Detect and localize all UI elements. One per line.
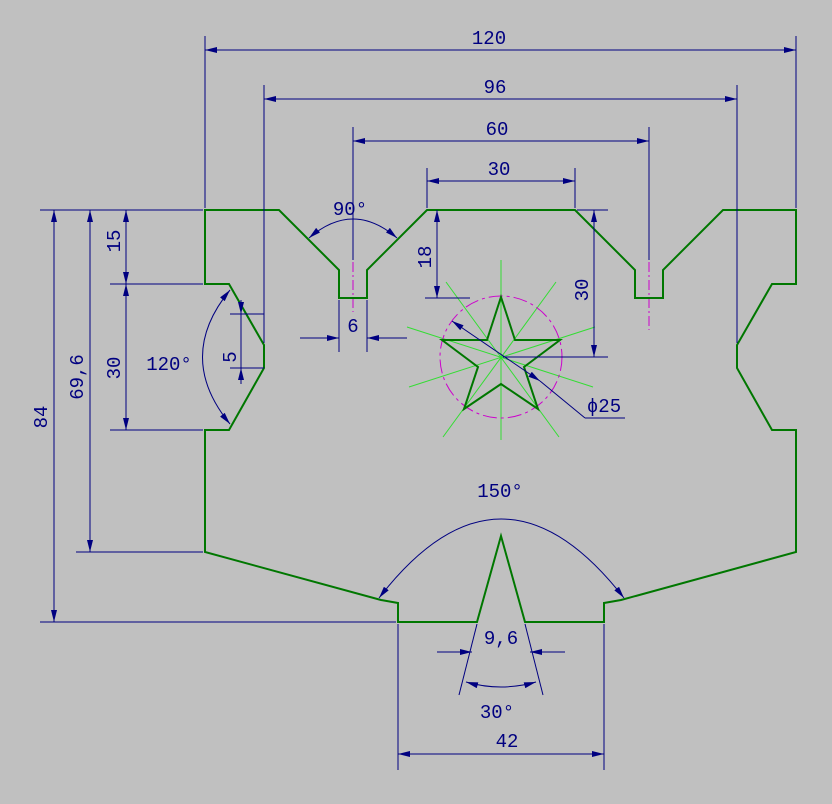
dim-arc-30 <box>465 681 537 689</box>
dim-text-90: 90° <box>333 199 367 221</box>
star-construction-lines <box>406 260 596 440</box>
dim-leader-25 <box>451 320 541 382</box>
dimension-lines <box>51 47 796 757</box>
dim-arc-150 <box>378 518 625 599</box>
dim-text-30-deg: 30° <box>480 702 514 724</box>
dim-text-30-right: 30 <box>572 279 594 302</box>
dim-text-9-6: 9,6 <box>484 628 518 650</box>
dim-text-69-6: 69,6 <box>67 354 89 400</box>
dim-text-30-top: 30 <box>488 159 511 181</box>
dim-arc-90 <box>308 218 398 239</box>
extension-lines <box>40 36 797 770</box>
dim-text-5: 5 <box>220 351 242 362</box>
outer-profile <box>204 209 797 623</box>
dim-text-42: 42 <box>496 731 519 753</box>
slot-center-lines <box>352 262 650 330</box>
dim-text-150: 150° <box>477 481 523 503</box>
dim-arc-120 <box>202 289 231 425</box>
dimension-texts: 120 96 60 30 90° 18 30 6 ɸ25 15 30 5 120… <box>31 28 621 753</box>
dim-text-25: ɸ25 <box>587 396 621 418</box>
dim-text-18: 18 <box>415 246 437 269</box>
dim-text-15: 15 <box>104 230 126 253</box>
dim-text-60: 60 <box>486 119 509 141</box>
dim-text-30-left: 30 <box>104 357 126 380</box>
dim-text-120-deg: 120° <box>146 354 192 376</box>
dim-text-84: 84 <box>31 406 53 429</box>
dim-text-6: 6 <box>347 316 358 338</box>
dim-text-96: 96 <box>484 77 507 99</box>
dim-text-120: 120 <box>472 28 506 50</box>
